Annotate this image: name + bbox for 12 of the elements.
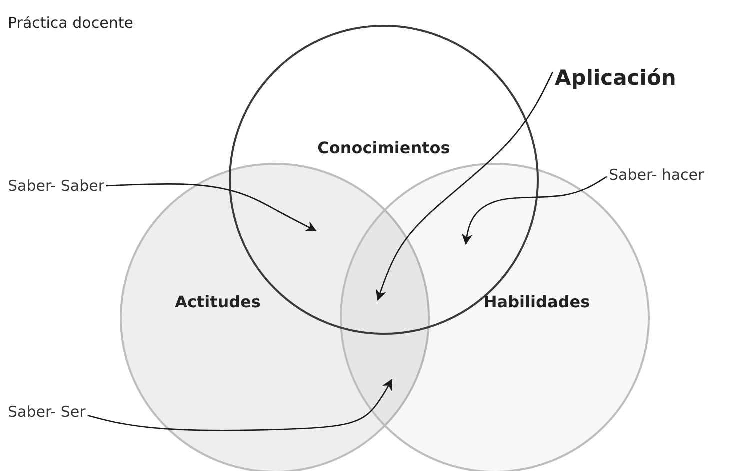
callout-text: Aplicación [555,66,676,90]
callout-text: Saber- Saber [8,177,104,195]
leader-arrow [462,176,608,246]
leader-arrow [88,379,393,432]
circle-label: Habilidades [484,292,590,312]
leader-arrow [376,72,554,302]
callout-text: Saber- Ser [8,403,86,421]
leader-arrow [106,184,317,232]
callout-text: Saber- hacer [609,166,704,184]
circle-label: Conocimientos [318,138,450,158]
circle-label: Actitudes [175,292,261,312]
title: Práctica docente [8,14,134,32]
